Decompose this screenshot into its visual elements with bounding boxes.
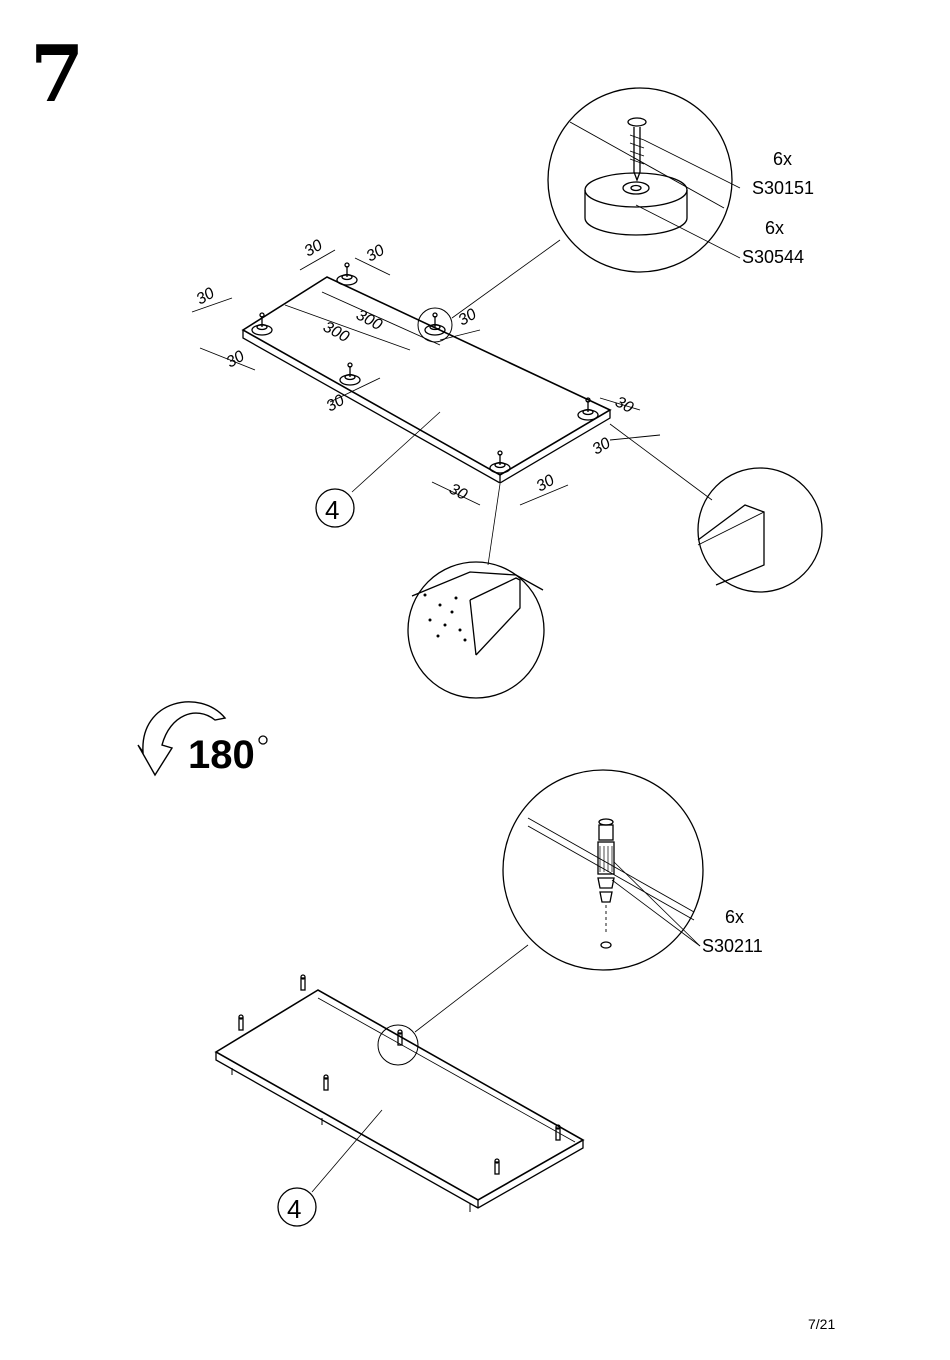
callout-code: S30544 [742,247,804,267]
dim-label: 30 [590,435,614,459]
top-panel [241,276,612,484]
dim-label: 30 [534,472,558,496]
callout-labels-bottom: 6x S30211 [702,907,763,956]
glide [251,312,273,336]
dimension-lines [191,249,661,506]
glide [489,450,511,474]
rotate-arrow-icon [137,701,268,777]
dim-label: 30 [456,306,480,330]
dim-label: 30 [224,348,248,372]
dim-label: 30 [364,242,388,266]
cam-bolt [555,1124,561,1141]
callout-code: S30211 [702,936,763,956]
dimension-labels: 30 30 30 300 300 30 30 30 30 30 30 30 [194,237,636,504]
callout-code: S30151 [752,178,814,198]
glide-set [251,262,599,474]
glide [339,362,361,386]
dim-label: 30 [446,481,470,504]
edge-detail-right [609,423,823,593]
dim-label: 300 [320,319,352,347]
glide [336,262,358,286]
part-label-bottom: 4 [277,1109,383,1227]
part-number: 4 [287,1194,301,1224]
dim-label: 30 [612,394,636,417]
cam-bolt-detail [414,769,704,1033]
cam-bolt [494,1158,500,1175]
callout-qty: 6x [765,218,784,238]
part-label-top: 4 [315,411,441,528]
cam-bolt [323,1074,329,1091]
cam-bolt [300,974,306,991]
dim-label: 30 [302,237,326,261]
cam-bolt-set [238,974,561,1175]
part-number: 4 [325,495,339,525]
cam-bolt [397,1029,403,1046]
step-number: 7 [30,29,85,120]
bottom-panel [214,989,585,1212]
dim-label: 30 [194,285,218,309]
callout-qty: 6x [773,149,792,169]
callout-qty: 6x [725,907,744,927]
dim-label: 300 [353,307,385,335]
cam-bolt [238,1014,244,1031]
glide [577,397,599,421]
rotation-value: 180 [188,733,255,777]
edge-detail-bottom [407,483,545,699]
glide [424,312,446,336]
page-number: 7/21 [808,1316,836,1332]
callout-labels-top: 6x S30151 6x S30544 [742,149,814,267]
glide-detail [451,87,741,319]
dim-label: 30 [324,392,348,416]
